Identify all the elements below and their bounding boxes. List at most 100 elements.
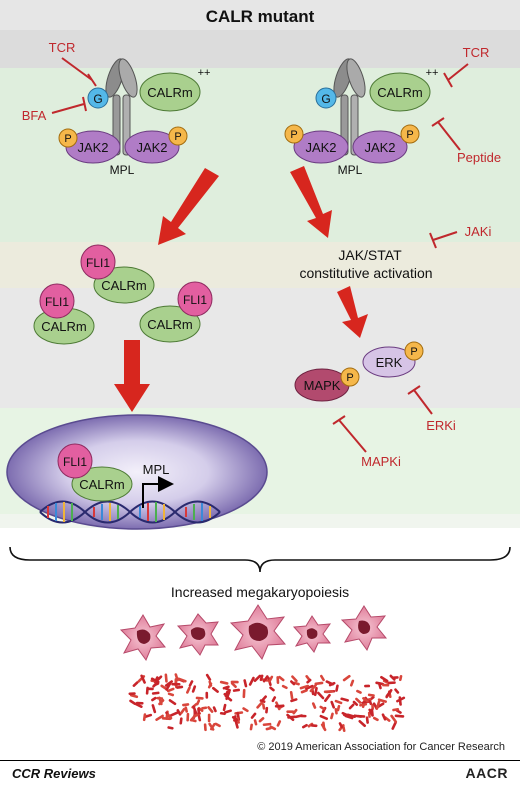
platelet: [177, 677, 187, 683]
platelet: [150, 677, 160, 684]
platelet: [314, 681, 324, 686]
platelet: [224, 695, 233, 702]
platelet: [171, 682, 181, 686]
platelet: [256, 701, 263, 709]
platelet: [151, 691, 160, 695]
svg-text:G: G: [93, 92, 102, 106]
pathway-arrows: [114, 166, 368, 412]
platelet: [276, 676, 280, 684]
svg-text:P: P: [406, 129, 413, 141]
series-label: CCR Reviews: [12, 766, 96, 781]
platelet: [348, 703, 355, 710]
platelet: [367, 693, 375, 697]
platelet: [230, 682, 237, 689]
platelet: [307, 722, 314, 728]
left-mpl-receptor: [105, 58, 138, 156]
left-jak2-a: JAK2: [65, 130, 121, 164]
platelet: [186, 712, 190, 722]
left-calrm: CALRm ++: [139, 67, 211, 112]
arrow-jakstat-to-erk: [337, 286, 368, 338]
platelet: [203, 723, 207, 732]
page-title: CALR mutant: [206, 7, 315, 26]
platelet: [362, 697, 369, 703]
platelet: [249, 723, 253, 731]
platelet: [196, 699, 201, 706]
platelet: [293, 681, 300, 686]
platelet: [310, 724, 318, 728]
platelet: [381, 713, 387, 721]
svg-text:MAPK: MAPK: [304, 378, 341, 393]
svg-text:MAPKi: MAPKi: [361, 454, 401, 469]
platelet: [140, 674, 146, 684]
svg-text:JAKi: JAKi: [465, 224, 492, 239]
platelet: [289, 691, 294, 700]
svg-text:FLI1: FLI1: [86, 256, 110, 270]
platelet: [186, 686, 191, 694]
platelet: [346, 713, 356, 719]
platelet: [358, 720, 366, 728]
platelet: [212, 706, 217, 713]
platelet: [392, 708, 400, 712]
platelet: [335, 684, 339, 692]
platelet: [322, 721, 326, 730]
platelet: [305, 684, 314, 690]
arrow-complexes-to-nucleus: [114, 340, 150, 412]
platelet: [144, 713, 153, 718]
platelet: [231, 715, 239, 722]
svg-text:JAK2: JAK2: [136, 140, 167, 155]
platelet: [158, 696, 163, 706]
platelet: [128, 692, 136, 696]
platelet: [167, 726, 174, 730]
platelet: [320, 674, 325, 682]
platelet: [195, 696, 204, 700]
platelet: [368, 708, 374, 717]
platelet: [319, 705, 326, 711]
platelet: [271, 696, 277, 703]
platelet: [180, 707, 186, 715]
svg-text:BFA: BFA: [22, 108, 47, 123]
platelet: [219, 680, 229, 685]
right-peptide-inhibitor: Peptide: [431, 117, 501, 165]
svg-text:JAK2: JAK2: [305, 140, 336, 155]
platelet: [151, 704, 157, 714]
right-tcr-inhibitor: TCR: [443, 45, 489, 88]
jaki-inhibitor: JAKi: [429, 224, 492, 249]
platelet: [188, 680, 194, 687]
left-g-protein: G: [87, 87, 109, 109]
platelet: [176, 685, 184, 689]
svg-text:++: ++: [198, 67, 211, 79]
mapk-erk-cascade: ERK P MAPK P ERKi MAPKi: [294, 341, 456, 469]
platelet: [142, 713, 147, 722]
platelet: [340, 697, 349, 702]
platelet: [234, 720, 239, 729]
svg-text:P: P: [174, 131, 181, 143]
platelet: [325, 680, 335, 686]
platelet: [399, 675, 403, 682]
platelet: [232, 688, 241, 692]
platelet: [319, 714, 328, 721]
left-p-b: P: [168, 126, 188, 146]
mapki-inhibitor: MAPKi: [332, 415, 401, 469]
platelet: [375, 681, 385, 686]
svg-text:JAK2: JAK2: [364, 140, 395, 155]
footer-bar: CCR Reviews AACR: [0, 760, 520, 785]
platelet: [259, 674, 264, 682]
platelet: [336, 704, 341, 712]
platelet: [364, 684, 371, 688]
platelet: [278, 675, 285, 682]
platelet: [290, 698, 298, 703]
platelet: [342, 674, 351, 682]
platelet: [323, 689, 334, 694]
platelet: [394, 714, 405, 718]
right-jak2-b: JAK2: [352, 130, 408, 164]
platelet: [242, 688, 246, 699]
platelet: [219, 711, 226, 716]
platelet: [205, 691, 209, 699]
platelet: [260, 695, 267, 702]
platelet: [387, 681, 396, 685]
svg-text:JAK2: JAK2: [77, 140, 108, 155]
platelet: [299, 684, 310, 690]
publisher-logo: AACR: [465, 765, 508, 781]
fli1-calrm-complexes: CALRm FLI1 CALRm FLI1 CALRm FLI1: [33, 244, 213, 345]
platelet: [294, 714, 304, 719]
